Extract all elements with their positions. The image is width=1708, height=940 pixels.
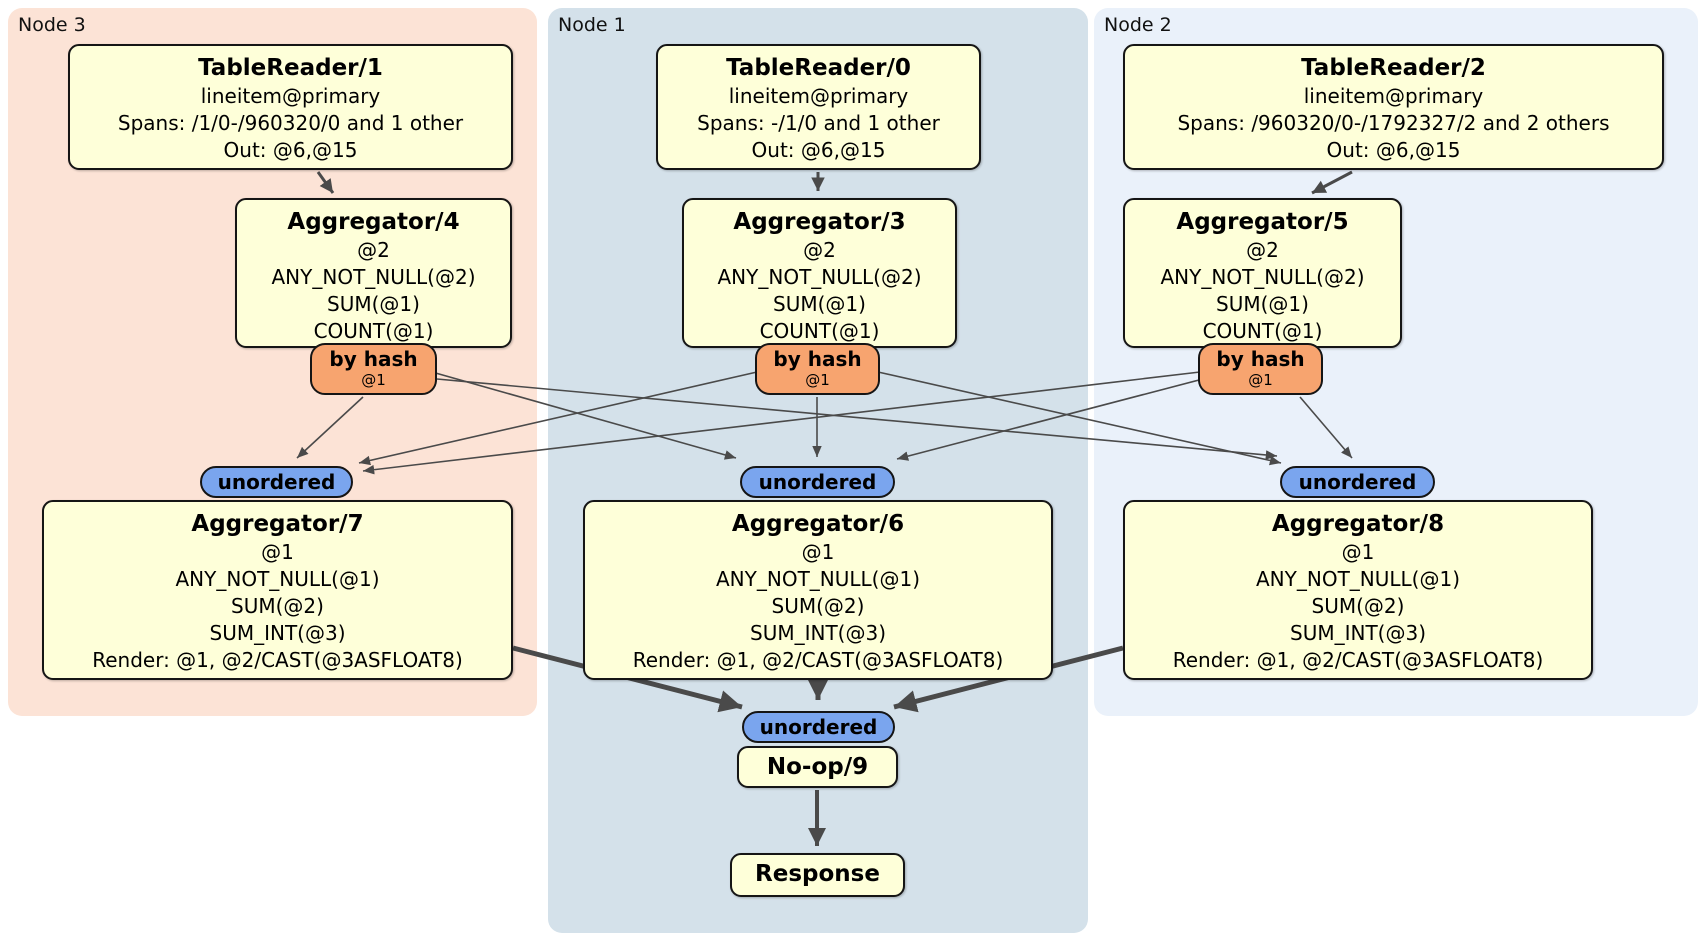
processor-line: SUM(@2) [771, 594, 865, 618]
processor-line: SUM_INT(@3) [1290, 621, 1426, 645]
edge-hash4-unordered-left [296, 396, 364, 459]
edge-hash4-unordered-mid [431, 371, 737, 460]
processor-line: ANY_NOT_NULL(@1) [1256, 567, 1460, 591]
processor-aggregator-4: Aggregator/4 @2 ANY_NOT_NULL(@2) SUM(@1)… [235, 198, 512, 348]
processor-line: SUM_INT(@3) [750, 621, 886, 645]
router-by-hash-5: by hash @1 [1198, 343, 1323, 395]
processor-line: @2 [1246, 238, 1279, 262]
region-node-3-label: Node 3 [18, 14, 86, 36]
processor-line: @1 [1341, 540, 1375, 564]
processor-line: Spans: /960320/0-/1792327/2 and 2 others [1177, 111, 1610, 135]
router-by-hash-detail: @1 [361, 371, 386, 389]
edge-hash4-unordered-right [436, 378, 1278, 460]
sync-unordered-final: unordered [742, 711, 895, 743]
processor-line: ANY_NOT_NULL(@2) [717, 265, 922, 289]
processor-line: Render: @1, @2/CAST(@3ASFLOAT8) [632, 648, 1004, 672]
processor-line: Spans: -/1/0 and 1 other [697, 111, 940, 135]
router-by-hash-detail: @1 [805, 371, 830, 389]
edge-tr1-agg4 [316, 171, 335, 194]
processor-title: Response [755, 861, 880, 887]
processor-tablereader-1: TableReader/1 lineitem@primary Spans: /1… [68, 44, 513, 170]
processor-title: Aggregator/3 [733, 209, 906, 235]
edge-hash5-unordered-right [1299, 396, 1353, 459]
processor-line: lineitem@primary [728, 84, 909, 108]
processor-title: No-op/9 [766, 754, 869, 780]
region-node-1-label: Node 1 [558, 14, 626, 36]
processor-line: lineitem@primary [200, 84, 381, 108]
edge-tr2-agg5 [1311, 170, 1353, 195]
processor-title: Aggregator/8 [1271, 511, 1445, 537]
processor-line: COUNT(@1) [1202, 319, 1323, 343]
processor-line: ANY_NOT_NULL(@1) [175, 567, 380, 591]
processor-line: SUM(@2) [231, 594, 324, 618]
router-by-hash-3: by hash @1 [755, 343, 880, 395]
processor-title: TableReader/2 [1301, 55, 1486, 81]
processor-line: ANY_NOT_NULL(@2) [271, 265, 476, 289]
processor-title: TableReader/0 [726, 55, 911, 81]
processor-line: lineitem@primary [1303, 84, 1484, 108]
edge-hash5-unordered-mid [896, 379, 1200, 461]
processor-line: SUM(@1) [1216, 292, 1309, 316]
router-by-hash-label: by hash [1216, 347, 1305, 371]
processor-aggregator-5: Aggregator/5 @2 ANY_NOT_NULL(@2) SUM(@1)… [1123, 198, 1402, 348]
edge-hash3-unordered-right [877, 371, 1282, 466]
processor-line: @1 [801, 540, 835, 564]
processor-line: SUM(@2) [1311, 594, 1405, 618]
processor-tablereader-0: TableReader/0 lineitem@primary Spans: -/… [656, 44, 981, 170]
processor-line: Out: @6,@15 [751, 138, 886, 162]
processor-aggregator-7: Aggregator/7 @1 ANY_NOT_NULL(@1) SUM(@2)… [42, 500, 513, 680]
sync-unordered-left: unordered [200, 466, 353, 498]
processor-line: COUNT(@1) [759, 319, 880, 343]
processor-aggregator-6: Aggregator/6 @1 ANY_NOT_NULL(@1) SUM(@2)… [583, 500, 1053, 680]
processor-title: TableReader/1 [198, 55, 383, 81]
processor-line: @2 [803, 238, 836, 262]
processor-line: Render: @1, @2/CAST(@3ASFLOAT8) [1172, 648, 1544, 672]
region-node-2-label: Node 2 [1104, 14, 1172, 36]
sync-unordered-right: unordered [1280, 466, 1435, 498]
processor-aggregator-3: Aggregator/3 @2 ANY_NOT_NULL(@2) SUM(@1)… [682, 198, 957, 348]
processor-line: ANY_NOT_NULL(@1) [716, 567, 920, 591]
processor-line: SUM(@1) [327, 292, 420, 316]
processor-title: Aggregator/6 [731, 511, 905, 537]
edge-hash3-unordered-left [358, 371, 758, 466]
processor-line: COUNT(@1) [313, 319, 434, 343]
processor-line: @1 [261, 540, 294, 564]
processor-line: ANY_NOT_NULL(@2) [1160, 265, 1365, 289]
router-by-hash-label: by hash [773, 347, 862, 371]
processor-aggregator-8: Aggregator/8 @1 ANY_NOT_NULL(@1) SUM(@2)… [1123, 500, 1593, 680]
router-by-hash-label: by hash [329, 347, 418, 371]
router-by-hash-4: by hash @1 [310, 343, 437, 395]
processor-title: Aggregator/4 [287, 209, 460, 235]
processor-noop-9: No-op/9 [737, 746, 898, 788]
processor-response: Response [730, 853, 905, 897]
sync-unordered-mid: unordered [740, 466, 895, 498]
processor-line: @2 [357, 238, 390, 262]
processor-line: SUM(@1) [773, 292, 866, 316]
processor-tablereader-2: TableReader/2 lineitem@primary Spans: /9… [1123, 44, 1664, 170]
processor-line: Out: @6,@15 [223, 138, 358, 162]
processor-title: Aggregator/5 [1176, 209, 1349, 235]
processor-line: Render: @1, @2/CAST(@3ASFLOAT8) [92, 648, 463, 672]
router-by-hash-detail: @1 [1248, 371, 1273, 389]
processor-line: Spans: /1/0-/960320/0 and 1 other [117, 111, 464, 135]
edge-hash5-unordered-left [362, 371, 1201, 475]
processor-line: SUM_INT(@3) [209, 621, 346, 645]
processor-title: Aggregator/7 [191, 511, 364, 537]
processor-line: Out: @6,@15 [1326, 138, 1461, 162]
